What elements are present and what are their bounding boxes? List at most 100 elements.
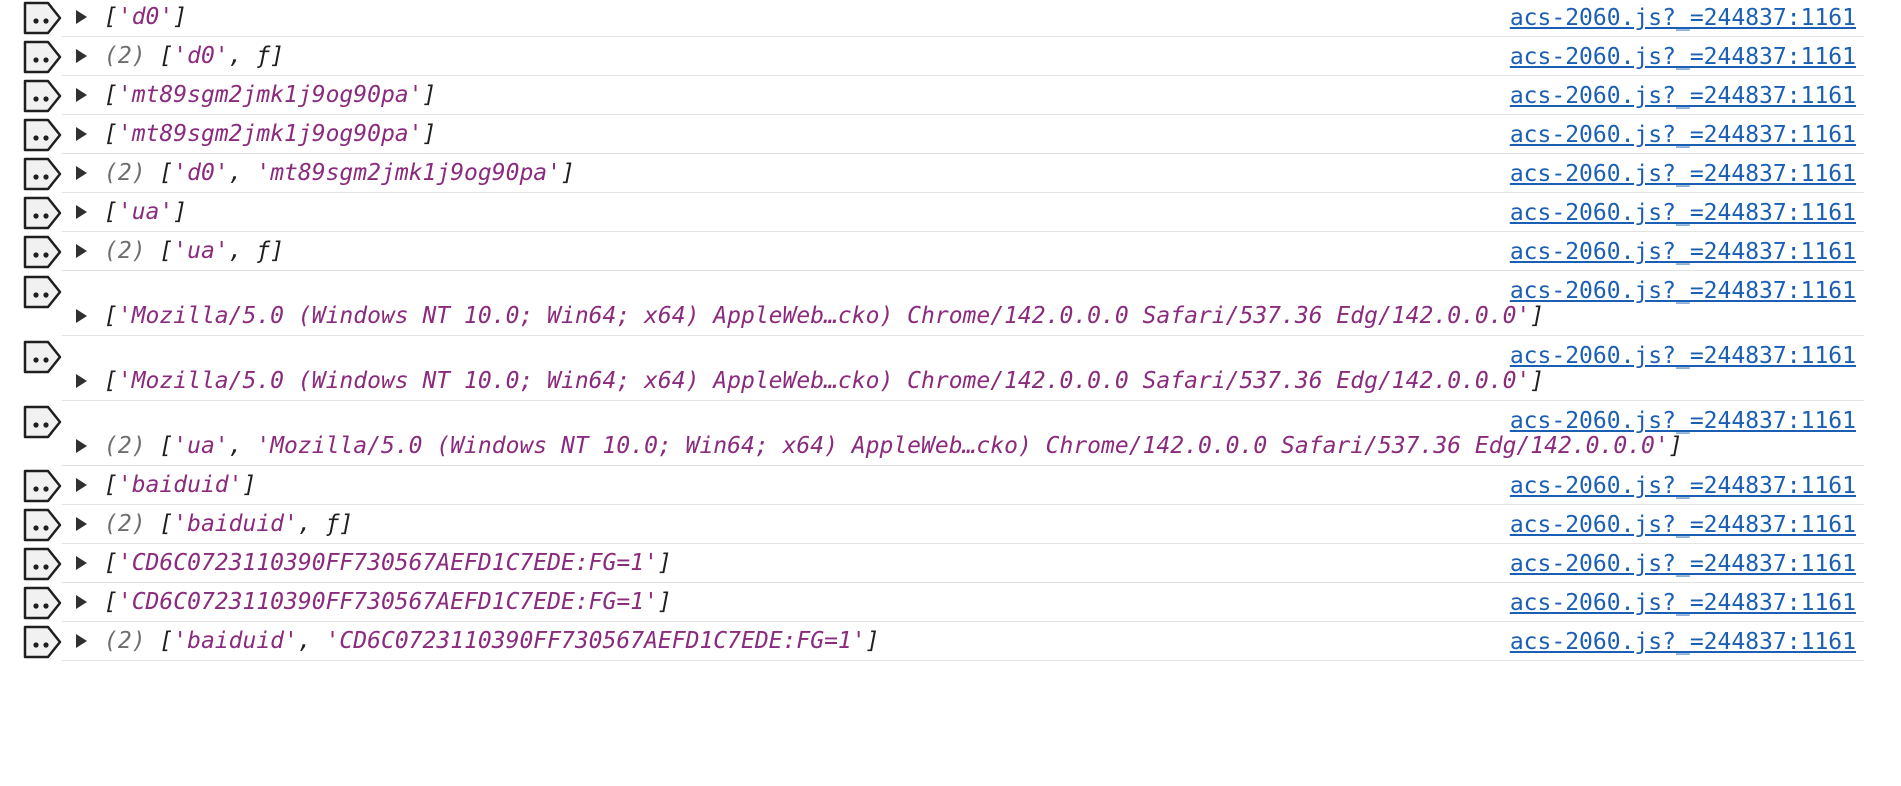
console-message-text[interactable]: ['mt89sgm2jmk1j9og90pa'] [104,81,436,109]
console-message-row[interactable]: (2) ['ua', ƒ] acs-2060.js?_=244837:1161 [23,232,1864,271]
array-separator: , ƒ [228,238,271,264]
expand-triangle-icon[interactable] [76,517,87,531]
console-message-row[interactable]: ['CD6C0723110390FF730567AEFD1C7EDE:FG=1'… [23,583,1864,622]
console-message-text[interactable]: (2) ['baiduid', 'CD6C0723110390FF730567A… [104,627,879,655]
string-value: 'd0' [173,43,229,69]
console-message-text[interactable]: ['ua'] [104,198,187,226]
console-message-text[interactable]: (2) ['d0', ƒ] [104,42,284,70]
console-message-row[interactable]: (2) ['d0', ƒ] acs-2060.js?_=244837:1161 [23,37,1864,76]
expand-triangle-icon[interactable] [76,205,87,219]
source-location-link[interactable]: acs-2060.js?_=244837:1161 [1509,121,1856,149]
console-message-row[interactable]: ['d0'] acs-2060.js?_=244837:1161 [23,0,1864,37]
source-location-link[interactable]: acs-2060.js?_=244837:1161 [1509,277,1856,305]
console-message-text[interactable]: (2) ['ua', 'Mozilla/5.0 (Windows NT 10.0… [104,432,1683,460]
console-group-icon [22,508,64,542]
array-close-bracket: ] [657,589,672,615]
expand-triangle-icon[interactable] [76,309,87,323]
console-message-text[interactable]: ['baiduid'] [104,471,256,499]
source-location-link[interactable]: acs-2060.js?_=244837:1161 [1509,43,1856,71]
array-close-bracket: ] [173,4,188,30]
console-group-icon [22,586,64,620]
array-open-bracket: [ [159,628,174,654]
array-length: (2) [104,511,160,537]
array-close-bracket: ] [422,82,437,108]
expand-triangle-icon[interactable] [76,244,87,258]
expand-triangle-icon[interactable] [76,49,87,63]
console-message-text[interactable]: ['Mozilla/5.0 (Windows NT 10.0; Win64; x… [104,367,1544,395]
console-message-row[interactable]: (2) ['ua', 'Mozilla/5.0 (Windows NT 10.0… [23,401,1864,466]
source-location-link[interactable]: acs-2060.js?_=244837:1161 [1509,199,1856,227]
array-close-bracket: ] [1530,303,1545,329]
console-message-row[interactable]: ['mt89sgm2jmk1j9og90pa'] acs-2060.js?_=2… [23,76,1864,115]
source-location-link[interactable]: acs-2060.js?_=244837:1161 [1509,160,1856,188]
array-length: (2) [104,43,160,69]
console-group-icon [22,157,64,191]
console-message-text[interactable]: ['mt89sgm2jmk1j9og90pa'] [104,120,436,148]
console-message-row[interactable]: ['baiduid'] acs-2060.js?_=244837:1161 [23,466,1864,505]
console-message-row[interactable]: ['Mozilla/5.0 (Windows NT 10.0; Win64; x… [23,336,1864,401]
console-message-row[interactable]: (2) ['baiduid', 'CD6C0723110390FF730567A… [23,622,1864,661]
console-message-text[interactable]: ['Mozilla/5.0 (Windows NT 10.0; Win64; x… [104,302,1544,330]
array-close-bracket: ] [173,199,188,225]
expand-triangle-icon[interactable] [76,634,87,648]
console-message-row[interactable]: ['CD6C0723110390FF730567AEFD1C7EDE:FG=1'… [23,544,1864,583]
console-message-row[interactable]: ['Mozilla/5.0 (Windows NT 10.0; Win64; x… [23,271,1864,336]
array-items: 'd0' [118,4,173,30]
expand-triangle-icon[interactable] [76,88,87,102]
console-message-text[interactable]: ['CD6C0723110390FF730567AEFD1C7EDE:FG=1'… [104,588,672,616]
array-items: 'baiduid', 'CD6C0723110390FF730567AEFD1C… [173,628,865,654]
string-value: 'ua' [173,238,229,264]
console-message-text[interactable]: ['CD6C0723110390FF730567AEFD1C7EDE:FG=1'… [104,549,672,577]
expand-triangle-icon[interactable] [76,478,87,492]
array-close-bracket: ] [657,550,672,576]
array-items: 'ua', 'Mozilla/5.0 (Windows NT 10.0; Win… [173,433,1669,459]
array-close-bracket: ] [339,511,354,537]
console-message-row[interactable]: ['ua'] acs-2060.js?_=244837:1161 [23,193,1864,232]
array-length: (2) [104,433,160,459]
console-message-row[interactable]: (2) ['d0', 'mt89sgm2jmk1j9og90pa'] acs-2… [23,154,1864,193]
array-open-bracket: [ [104,4,118,30]
source-location-link[interactable]: acs-2060.js?_=244837:1161 [1509,589,1856,617]
expand-triangle-icon[interactable] [76,439,87,453]
array-length: (2) [104,628,160,654]
array-items: 'CD6C0723110390FF730567AEFD1C7EDE:FG=1' [118,550,658,576]
console-message-text[interactable]: (2) ['d0', 'mt89sgm2jmk1j9og90pa'] [104,159,575,187]
console-group-icon [22,405,64,439]
console-message-row[interactable]: ['mt89sgm2jmk1j9og90pa'] acs-2060.js?_=2… [23,115,1864,154]
source-location-link[interactable]: acs-2060.js?_=244837:1161 [1509,511,1856,539]
source-location-link[interactable]: acs-2060.js?_=244837:1161 [1509,472,1856,500]
string-value: 'Mozilla/5.0 (Windows NT 10.0; Win64; x6… [117,368,1531,394]
array-separator: , [228,160,257,186]
array-separator: , ƒ [228,43,271,69]
expand-triangle-icon[interactable] [76,166,87,180]
expand-triangle-icon[interactable] [76,374,87,388]
console-group-icon [22,235,64,269]
console-message-text[interactable]: (2) ['ua', ƒ] [104,237,284,265]
array-items: 'baiduid' [118,472,243,498]
expand-triangle-icon[interactable] [76,556,87,570]
array-items: 'ua', ƒ [173,238,270,264]
expand-triangle-icon[interactable] [76,10,87,24]
console-group-icon [22,469,64,503]
source-location-link[interactable]: acs-2060.js?_=244837:1161 [1509,550,1856,578]
array-separator: , [228,433,257,459]
source-location-link[interactable]: acs-2060.js?_=244837:1161 [1509,407,1856,435]
source-location-link[interactable]: acs-2060.js?_=244837:1161 [1509,342,1856,370]
source-location-link[interactable]: acs-2060.js?_=244837:1161 [1509,628,1856,656]
console-message-row[interactable]: (2) ['baiduid', ƒ] acs-2060.js?_=244837:… [23,505,1864,544]
source-location-link[interactable]: acs-2060.js?_=244837:1161 [1509,82,1856,110]
console-message-text[interactable]: ['d0'] [104,3,187,31]
array-open-bracket: [ [104,199,118,225]
expand-triangle-icon[interactable] [76,595,87,609]
console-message-text[interactable]: (2) ['baiduid', ƒ] [104,510,353,538]
array-items: 'mt89sgm2jmk1j9og90pa' [118,121,423,147]
string-value: 'Mozilla/5.0 (Windows NT 10.0; Win64; x6… [117,303,1531,329]
array-open-bracket: [ [104,589,118,615]
array-open-bracket: [ [159,160,174,186]
console-group-icon [22,196,64,230]
source-location-link[interactable]: acs-2060.js?_=244837:1161 [1509,4,1856,32]
source-location-link[interactable]: acs-2060.js?_=244837:1161 [1509,238,1856,266]
array-close-bracket: ] [270,238,285,264]
expand-triangle-icon[interactable] [76,127,87,141]
array-open-bracket: [ [104,303,118,329]
